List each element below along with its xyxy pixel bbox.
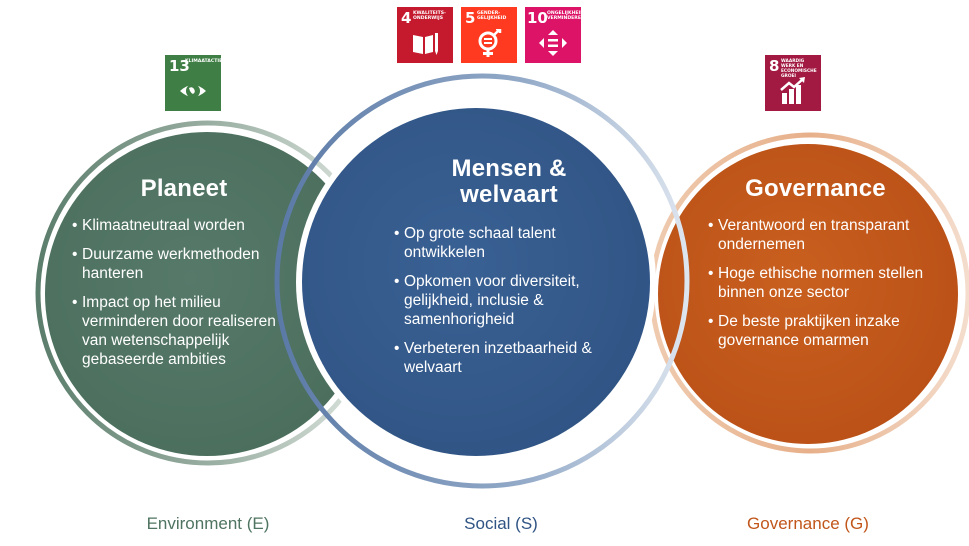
- eye-globe-icon: [180, 84, 206, 98]
- governance-label: Governance (G): [747, 514, 869, 533]
- list-item: Klimaatneutraal worden: [72, 216, 304, 235]
- environment-content: Planeet Klimaatneutraal worden Duurzame …: [72, 176, 304, 379]
- reduced-inequality-icon: [539, 30, 567, 56]
- list-item: De beste praktijken inzake governance om…: [708, 312, 933, 350]
- environment-label: Environment (E): [146, 514, 270, 533]
- sdg-13-tile: 13 KLIMAATACTIE: [165, 55, 223, 111]
- sdg-5-tile: 5 GENDER-GELIJKHEID: [461, 7, 517, 63]
- book-pencil-icon: [413, 33, 438, 55]
- sdg-10-tile: 10 ONGELIJKHEID VERMINDEREN: [525, 7, 585, 63]
- list-item: Impact op het milieu verminderen door re…: [72, 293, 304, 369]
- social-title: Mensen & welvaart: [394, 156, 624, 208]
- social-title-line-2: welvaart: [460, 181, 558, 208]
- sdg-8-tile: 8 WAARDIG WERK EN ECONOMISCHE GROEI: [765, 55, 821, 111]
- social-content: Mensen & welvaart Op grote schaal talent…: [394, 156, 624, 387]
- sdg-13-number: 13: [169, 57, 190, 75]
- list-item: Duurzame werkmethoden hanteren: [72, 245, 304, 283]
- governance-content: Governance Verantwoord en transparant on…: [708, 176, 933, 360]
- list-item: Verbeteren inzetbaarheid & welvaart: [394, 339, 624, 377]
- list-item: Opkomen voor diversiteit, gelijkheid, in…: [394, 272, 624, 329]
- governance-bullets: Verantwoord en transparant ondernemen Ho…: [708, 216, 933, 350]
- growth-chart-icon: [780, 77, 805, 104]
- social-title-line-1: Mensen &: [451, 155, 567, 182]
- list-item: Hoge ethische normen stellen binnen onze…: [708, 264, 933, 302]
- sdg-8-number: 8: [769, 57, 780, 75]
- sdg-10-label: ONGELIJKHEID VERMINDEREN: [547, 11, 585, 21]
- governance-title: Governance: [745, 175, 886, 202]
- sdg-13-label: KLIMAATACTIE: [185, 59, 223, 64]
- sdg-4-tile: 4 KWALITEITS-ONDERWIJS: [397, 7, 453, 63]
- sdg-5-number: 5: [465, 9, 476, 27]
- gender-equality-icon: [478, 29, 502, 57]
- social-label: Social (S): [464, 514, 538, 533]
- list-item: Verantwoord en transparant ondernemen: [708, 216, 933, 254]
- environment-bullets: Klimaatneutraal worden Duurzame werkmeth…: [72, 216, 304, 369]
- environment-title: Planeet: [140, 175, 228, 202]
- social-bullets: Op grote schaal talent ontwikkelen Opkom…: [394, 224, 624, 377]
- sdg-4-number: 4: [401, 9, 412, 27]
- list-item: Op grote schaal talent ontwikkelen: [394, 224, 624, 262]
- sdg-10-number: 10: [527, 9, 548, 27]
- sdg-4-label: KWALITEITS-ONDERWIJS: [413, 11, 446, 21]
- sdg-8-label: WAARDIG WERK EN ECONOMISCHE GROEI: [781, 59, 817, 79]
- sdg-5-label: GENDER-GELIJKHEID: [477, 11, 507, 21]
